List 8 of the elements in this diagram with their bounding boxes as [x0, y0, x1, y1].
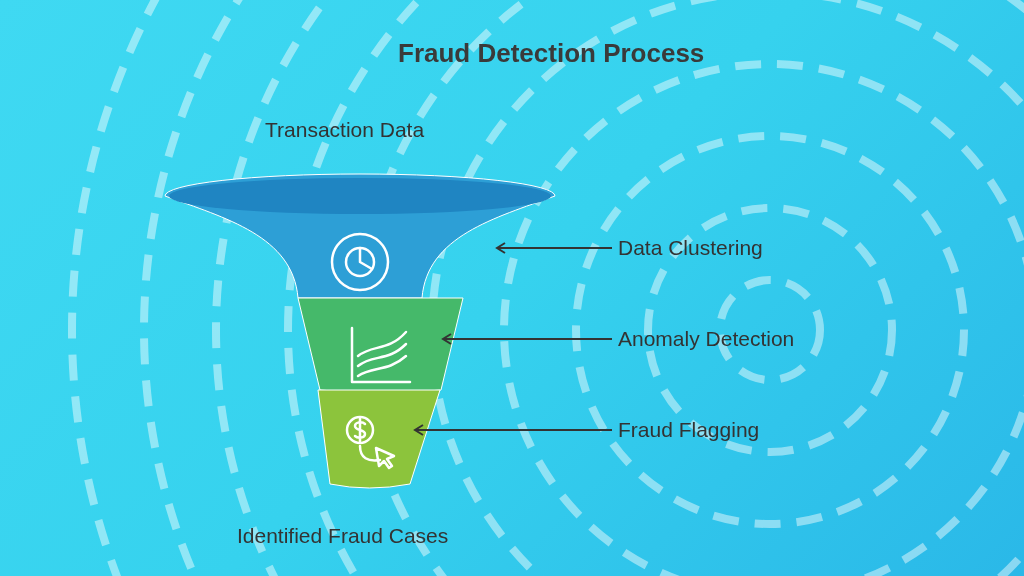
stage-caption: Identified Fraud Cases: [237, 524, 449, 548]
arrow: [414, 424, 613, 436]
step-label: Fraud Flagging: [618, 418, 760, 442]
step-label: Anomaly Detection: [618, 327, 795, 351]
stage-caption: Transaction Data: [265, 118, 425, 142]
step-label: Data Clustering: [618, 236, 763, 260]
title: Fraud Detection Process: [398, 38, 705, 69]
arrow: [442, 333, 613, 345]
